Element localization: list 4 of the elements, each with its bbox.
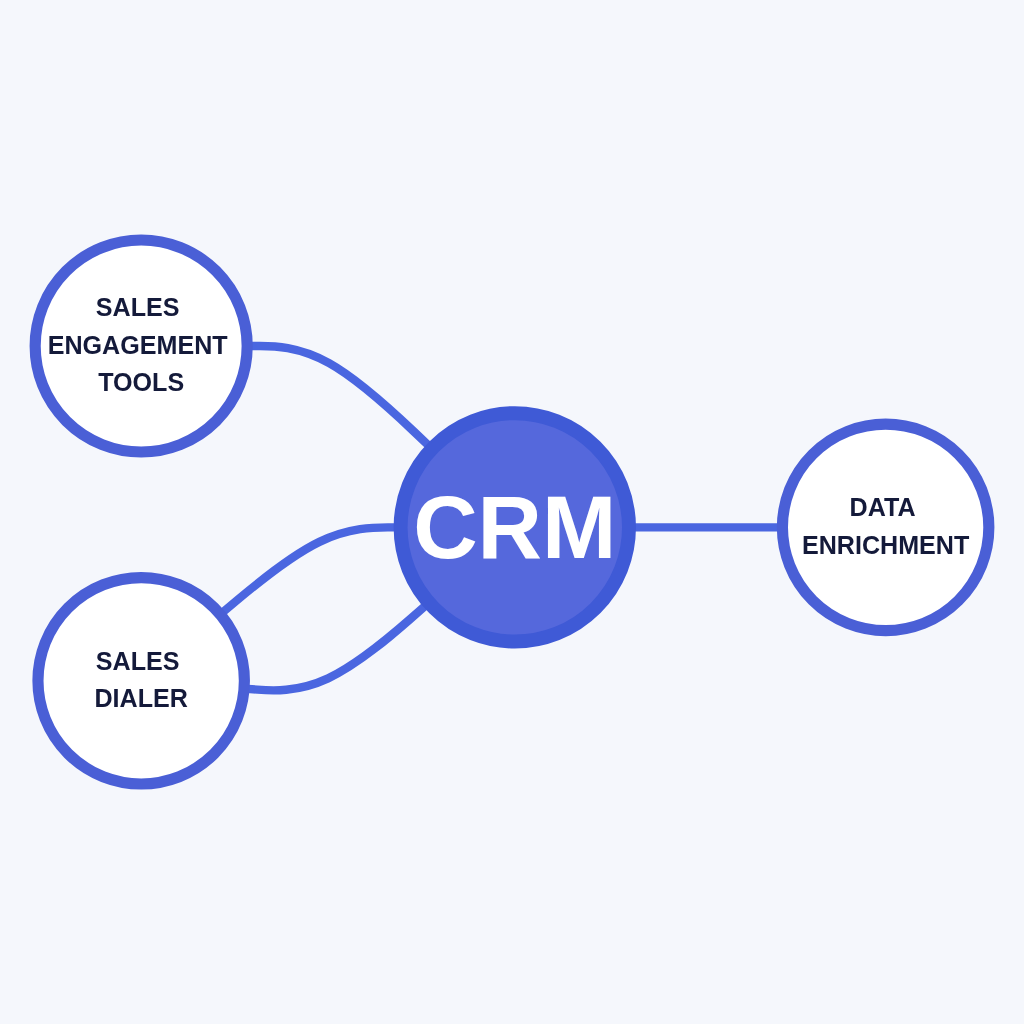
- node-circle: CRM: [393, 406, 636, 649]
- node-circle: SALES DIALER: [32, 571, 250, 790]
- node-circle: SALES ENGAGEMENT TOOLS: [29, 234, 253, 458]
- node-circle: DATA ENRICHMENT: [776, 418, 995, 637]
